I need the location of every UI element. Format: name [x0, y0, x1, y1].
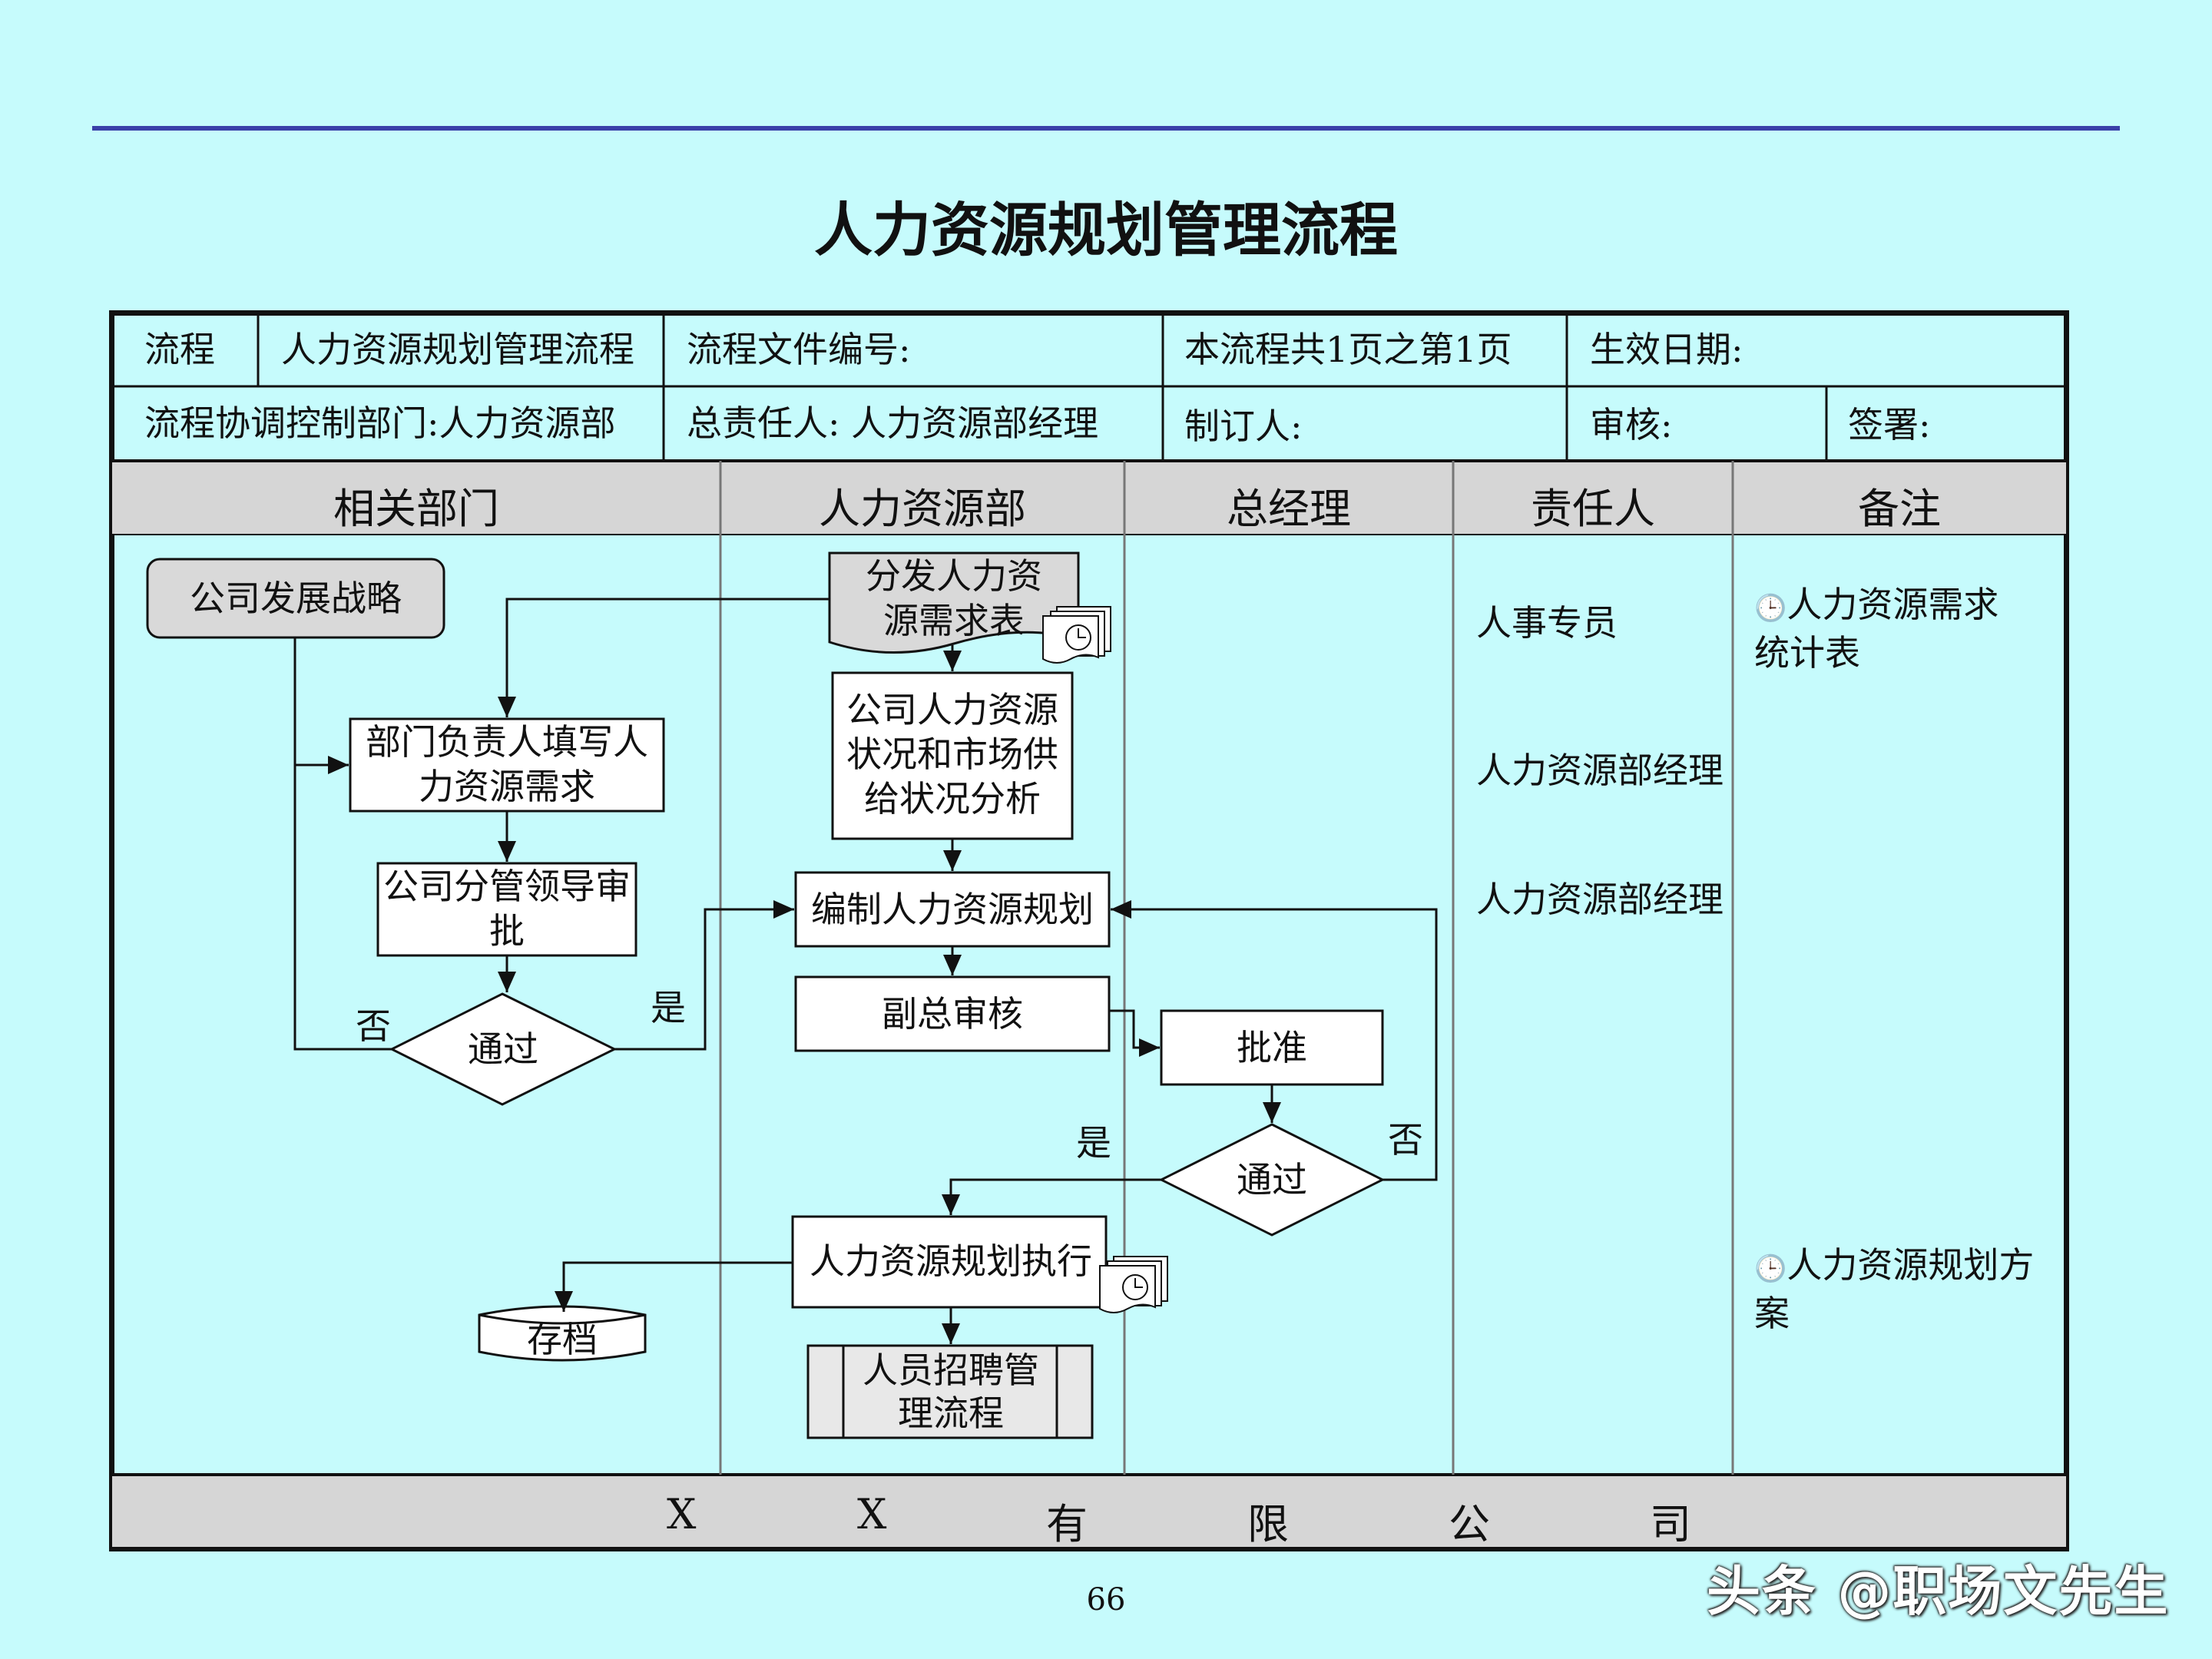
vp-review-box [794, 975, 1111, 1052]
footer-char: X [857, 1490, 887, 1538]
remark-item: 🕒人力资源需求 统计表 [1754, 582, 2061, 675]
column-hr-dept: 人力资源部 [819, 485, 1026, 533]
page-number: 66 [1086, 1582, 1126, 1618]
pass1-diamond [389, 992, 618, 1106]
header-author: 制订人: [1184, 406, 1303, 447]
column-related-dept: 相关部门 [333, 485, 499, 533]
remark-line2: 案 [1754, 1293, 1790, 1334]
column-general-manager: 总经理 [1227, 485, 1351, 533]
dept-fill-box [349, 717, 665, 813]
watermark: 头条 @职场文先生 [1707, 1560, 2170, 1623]
responsible-item: 人力资源部经理 [1476, 879, 1724, 920]
footer-char: 公 [1449, 1500, 1490, 1548]
footer-char: 限 [1247, 1500, 1289, 1548]
recruit-process-box [806, 1344, 1094, 1439]
strategy-box [146, 558, 445, 639]
footer-char: 有 [1046, 1500, 1088, 1548]
leader-approval-box [376, 862, 637, 957]
analysis-box [831, 671, 1074, 840]
column-responsible: 责任人 [1531, 485, 1655, 533]
header-owner: 总责任人: 人力资源部经理 [687, 402, 1099, 444]
execute-box [791, 1215, 1108, 1309]
column-header-band [112, 461, 2066, 535]
plan-box [794, 871, 1111, 948]
process-table-frame [109, 310, 2069, 1551]
remark-item: 🕒人力资源规划方 案 [1754, 1243, 2061, 1336]
header-page-count: 本流程共1页之第1页 [1184, 329, 1512, 370]
pass2-diamond [1158, 1123, 1386, 1237]
clock-icon: 🕒 [1754, 593, 1787, 624]
responsible-item: 人力资源部经理 [1476, 750, 1724, 791]
responsible-item: 人事专员 [1476, 602, 1618, 644]
header-effective-date: 生效日期: [1590, 329, 1743, 370]
header-file-number: 流程文件编号: [687, 329, 911, 370]
clock-icon: 🕒 [1754, 1253, 1787, 1284]
top-rule [92, 126, 2120, 131]
approve-box [1160, 1009, 1384, 1086]
header-control-dept: 流程协调控制部门:人力资源部 [144, 402, 616, 444]
remark-line1: 人力资源需求 [1786, 584, 1999, 625]
archive-cylinder [478, 1305, 647, 1362]
remark-line1: 人力资源规划方 [1786, 1244, 2035, 1286]
document-icon [1042, 606, 1111, 664]
header-signature: 签署: [1848, 404, 1931, 445]
header-label-process: 流程 [144, 329, 215, 370]
column-remarks: 备注 [1858, 485, 1941, 533]
page-title: 人力资源规划管理流程 [814, 196, 1398, 264]
footer-char: X [667, 1490, 697, 1538]
distribute-form-box [828, 551, 1080, 654]
remark-line2: 统计表 [1754, 632, 1860, 674]
footer-band [112, 1475, 2066, 1547]
header-process-name: 人力资源规划管理流程 [281, 329, 634, 370]
document-icon [1099, 1256, 1168, 1313]
footer-char: 司 [1650, 1500, 1691, 1548]
header-reviewer: 审核: [1590, 404, 1673, 445]
